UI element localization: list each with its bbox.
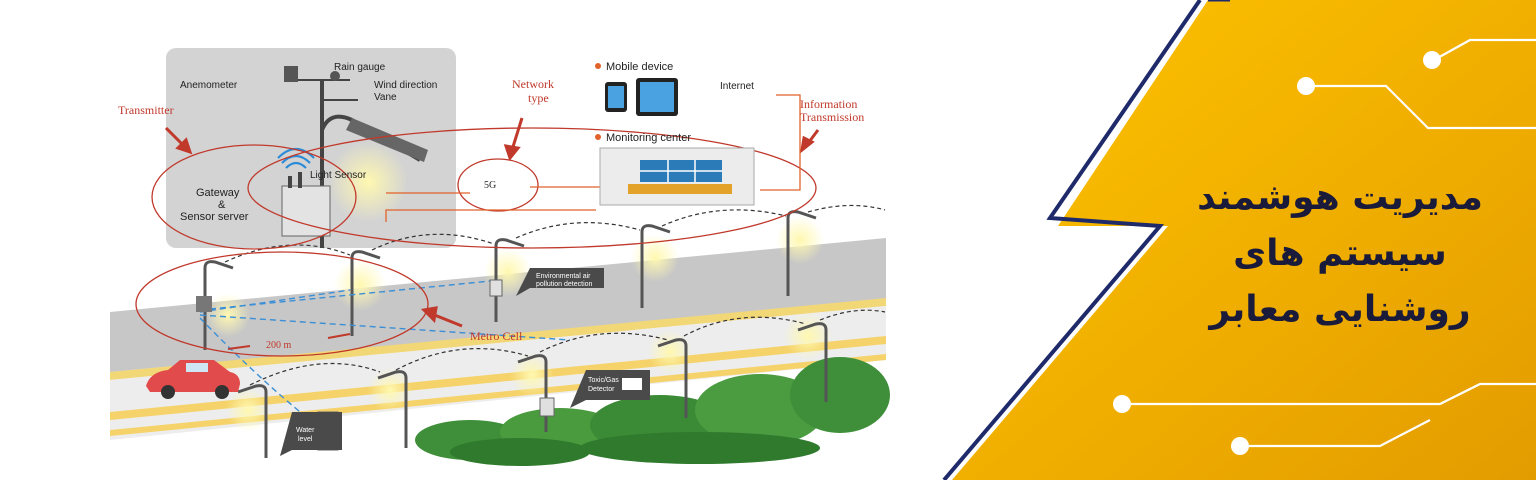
label-transmitter: Transmitter [118, 103, 174, 117]
bullet-dot [595, 63, 601, 69]
gateway-box [281, 185, 331, 237]
label-rain-gauge: Rain gauge [334, 62, 386, 73]
lower-street-lamps [237, 322, 828, 458]
label-anemometer: Anemometer [180, 80, 238, 91]
label-metro-cell: Metro Cell [470, 329, 523, 343]
label-gateway: Gateway [196, 187, 240, 199]
bullet-dot [595, 134, 601, 140]
banner-title-line-1: مدیریت هوشمند [1197, 177, 1483, 218]
label-water-1: Water [296, 427, 315, 434]
label-monitoring-center: Monitoring center [606, 132, 691, 144]
label-distance: 200 m [266, 340, 292, 351]
circuit-node [1113, 395, 1131, 413]
label-network: Network [512, 77, 554, 91]
label-toxic-2: Detector [588, 386, 615, 393]
label-toxic-1: Toxic/Gas [588, 377, 619, 384]
banner-shape [952, 0, 1536, 480]
label-light-sensor: Light Sensor [310, 170, 367, 181]
diagram-labels: Rain gauge Anemometer Wind direction Van… [118, 61, 864, 443]
label-5g: 5G [484, 180, 496, 191]
signal-arcs [224, 204, 886, 386]
label-information: Information [800, 97, 857, 111]
blue-links [199, 279, 571, 421]
circuit-nodes [1113, 51, 1441, 455]
mobile-devices [595, 63, 678, 140]
upper-road [110, 238, 886, 372]
label-vane: Vane [374, 92, 397, 103]
lower-road-yellow [110, 336, 886, 420]
label-wind-direction: Wind direction [374, 80, 437, 91]
label-env-air-2: pollution detection [536, 281, 593, 288]
banner-title: مدیریت هوشمند سیستم های روشنایی معابر [1150, 170, 1530, 338]
label-transmission: Transmission [800, 110, 864, 124]
trees [415, 357, 890, 466]
label-env-air-1: Environmental air [536, 273, 591, 280]
circuit-traces [1122, 38, 1536, 448]
label-water-2: level [298, 436, 313, 443]
red-arrows [164, 117, 820, 350]
label-mobile-device: Mobile device [606, 61, 673, 73]
title-banner [942, 0, 1536, 480]
circuit-node [1231, 437, 1249, 455]
sensor-boxes [196, 268, 650, 456]
banner-title-line-3: روشنایی معابر [1209, 289, 1471, 330]
circuit-node [1423, 51, 1441, 69]
lower-road [110, 306, 886, 440]
circuit-node [1297, 77, 1315, 95]
label-ampersand: & [218, 199, 226, 211]
weather-mast [281, 66, 428, 248]
car-icon [146, 360, 240, 399]
lower-road-top-line [110, 298, 886, 380]
label-sensor-server: Sensor server [180, 211, 249, 223]
info-flow-arrows [385, 94, 801, 222]
label-internet: Internet [720, 81, 754, 92]
smart-lighting-diagram: Rain gauge Anemometer Wind direction Van… [110, 48, 890, 466]
monitoring-center [599, 147, 755, 206]
network-ellipses [135, 127, 817, 357]
banner-border [942, 0, 1202, 480]
banner-title-line-2: سیستم های [1233, 233, 1447, 274]
label-type: type [528, 91, 549, 105]
